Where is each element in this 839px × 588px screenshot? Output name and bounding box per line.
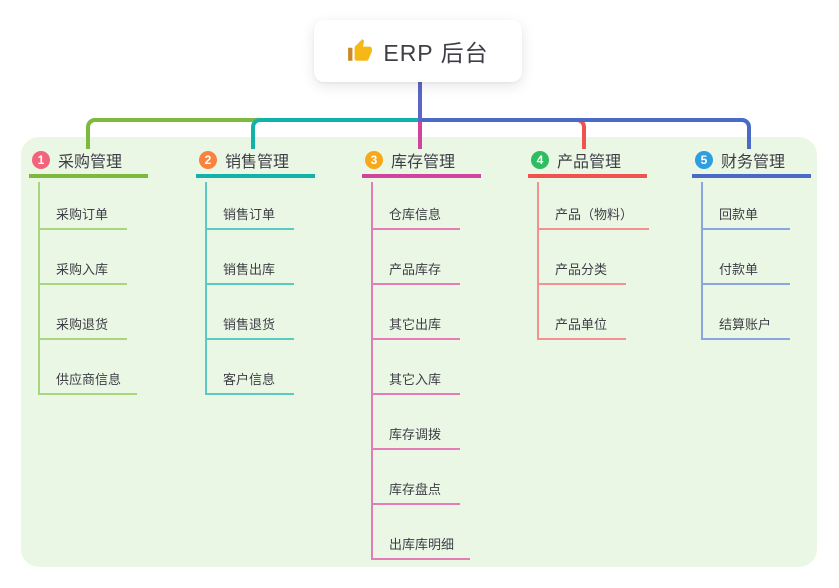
branch-2-child-3[interactable]: 销售退货 bbox=[205, 316, 294, 340]
branch-1-title[interactable]: 1 采购管理 bbox=[29, 146, 148, 178]
branch-5-child-3[interactable]: 结算账户 bbox=[701, 316, 790, 340]
branch-5-number-badge: 5 bbox=[695, 151, 713, 169]
branch-1-child-1[interactable]: 采购订单 bbox=[38, 206, 127, 230]
branch-5-child-2[interactable]: 付款单 bbox=[701, 261, 790, 285]
branch-3-child-6[interactable]: 库存盘点 bbox=[371, 481, 460, 505]
branch-4-title[interactable]: 4 产品管理 bbox=[528, 146, 647, 178]
branch-2-child-4[interactable]: 客户信息 bbox=[205, 371, 294, 395]
branch-3-number-badge: 3 bbox=[365, 151, 383, 169]
branch-3-child-4[interactable]: 其它入库 bbox=[371, 371, 460, 395]
connector-root-trunk bbox=[418, 82, 422, 122]
connector-branch-5 bbox=[418, 118, 751, 149]
branch-3-child-7[interactable]: 出库库明细 bbox=[371, 536, 471, 560]
branch-2-title-label: 销售管理 bbox=[225, 154, 290, 171]
branch-4-child-1[interactable]: 产品（物料） bbox=[537, 206, 650, 230]
branch-3-title-label: 库存管理 bbox=[391, 154, 456, 171]
branch-2-spine bbox=[205, 182, 207, 395]
branch-3-spine bbox=[371, 182, 373, 560]
branch-3-child-1[interactable]: 仓库信息 bbox=[371, 206, 460, 230]
branch-5-child-1[interactable]: 回款单 bbox=[701, 206, 790, 230]
branch-3-child-5[interactable]: 库存调拨 bbox=[371, 426, 460, 450]
branch-1-child-2[interactable]: 采购入库 bbox=[38, 261, 127, 285]
connector-branch-2 bbox=[251, 118, 422, 149]
branch-4-spine bbox=[537, 182, 539, 340]
branch-1-child-4[interactable]: 供应商信息 bbox=[38, 371, 138, 395]
branch-3-child-2[interactable]: 产品库存 bbox=[371, 261, 460, 285]
branch-1-title-label: 采购管理 bbox=[58, 154, 123, 171]
branch-5-title-label: 财务管理 bbox=[721, 154, 786, 171]
branches-panel bbox=[21, 137, 817, 567]
root-node[interactable]: ERP 后台 bbox=[314, 20, 522, 82]
branch-3-child-3[interactable]: 其它出库 bbox=[371, 316, 460, 340]
connector-branch-3 bbox=[418, 122, 422, 149]
thumbs-up-icon bbox=[348, 39, 373, 61]
branch-4-number-badge: 4 bbox=[531, 151, 549, 169]
branch-5-title[interactable]: 5 财务管理 bbox=[692, 146, 811, 178]
branch-2-title[interactable]: 2 销售管理 bbox=[196, 146, 315, 178]
branch-2-child-1[interactable]: 销售订单 bbox=[205, 206, 294, 230]
branch-1-child-3[interactable]: 采购退货 bbox=[38, 316, 127, 340]
branch-2-number-badge: 2 bbox=[199, 151, 217, 169]
branch-3-title[interactable]: 3 库存管理 bbox=[362, 146, 481, 178]
branch-2-child-2[interactable]: 销售出库 bbox=[205, 261, 294, 285]
root-node-label: ERP 后台 bbox=[383, 40, 489, 66]
branch-4-child-2[interactable]: 产品分类 bbox=[537, 261, 626, 285]
branch-4-child-3[interactable]: 产品单位 bbox=[537, 316, 626, 340]
branch-5-spine bbox=[701, 182, 703, 340]
branch-1-number-badge: 1 bbox=[32, 151, 50, 169]
branch-1-spine bbox=[38, 182, 40, 395]
branch-4-title-label: 产品管理 bbox=[557, 154, 622, 171]
